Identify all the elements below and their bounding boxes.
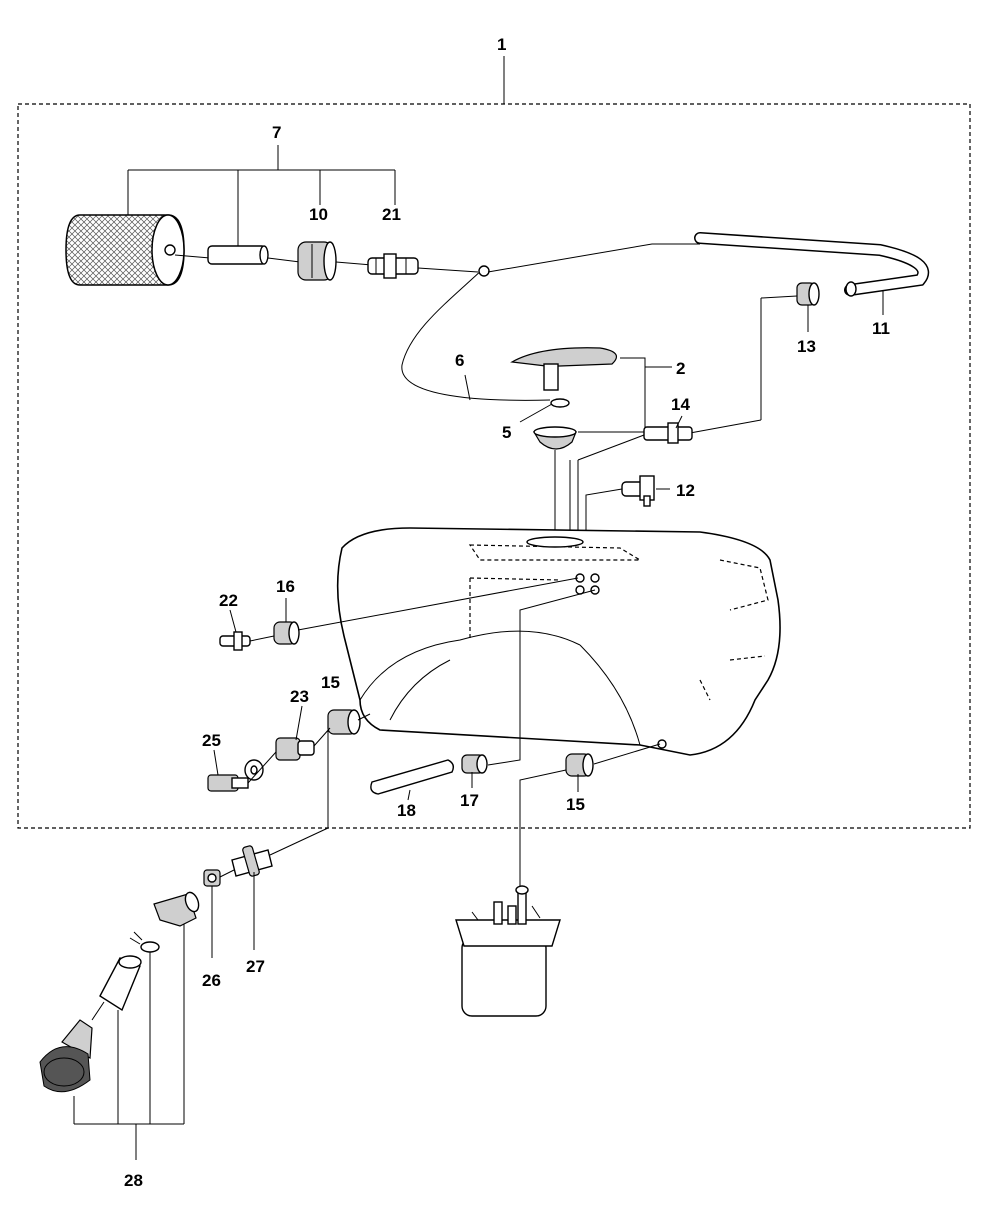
grommet-10 (297, 241, 337, 281)
screw-22 (219, 631, 251, 651)
callout-22: 22 (219, 591, 238, 610)
fuel-pump (455, 885, 561, 1017)
rod-18 (370, 759, 455, 795)
callout-16: 16 (276, 577, 295, 596)
callout-23: 23 (290, 687, 309, 706)
bracket-7 (127, 145, 396, 248)
callout-15-right: 15 (566, 795, 585, 814)
grommet-13 (796, 282, 820, 306)
callout-6: 6 (455, 351, 464, 370)
connector-21 (367, 253, 419, 279)
callout-14: 14 (671, 395, 690, 414)
callout-1: 1 (497, 35, 506, 54)
valve-12 (621, 475, 655, 507)
grommet-16 (273, 621, 300, 645)
callout-15-left: 15 (321, 673, 340, 692)
callout-5: 5 (502, 423, 511, 442)
filler-neck (99, 955, 142, 1012)
grommet-15-left (327, 709, 361, 735)
callout-18: 18 (397, 801, 416, 820)
callout-12: 12 (676, 481, 695, 500)
fuel-filter (65, 214, 185, 286)
elbow-fitting (153, 891, 200, 927)
connector-14 (643, 422, 693, 444)
callout-25: 25 (202, 731, 221, 750)
grommet-15-right (565, 753, 594, 777)
grommet-17 (461, 754, 488, 774)
callout-28: 28 (124, 1171, 143, 1190)
callout-21: 21 (382, 205, 401, 224)
callout-27: 27 (246, 957, 265, 976)
o-ring (129, 931, 160, 953)
bolt-25 (207, 774, 249, 792)
tank-cap-2 (510, 347, 618, 450)
assembly-boundary (17, 103, 971, 829)
bracket-28 (73, 924, 185, 1160)
callout-11: 11 (872, 319, 890, 338)
callout-2: 2 (676, 359, 685, 378)
callout-17: 17 (460, 791, 479, 810)
fitting-23 (275, 737, 315, 761)
connector-27 (231, 845, 273, 877)
callout-10: 10 (309, 205, 328, 224)
callout-7: 7 (272, 123, 281, 142)
filler-cap (39, 1019, 93, 1093)
filter-tube (207, 245, 269, 265)
fuel-tank (336, 527, 781, 756)
callout-13: 13 (797, 337, 816, 356)
callout-26: 26 (202, 971, 221, 990)
fuel-hoses (401, 232, 930, 401)
washer (244, 759, 264, 781)
clamp-26 (203, 869, 221, 887)
